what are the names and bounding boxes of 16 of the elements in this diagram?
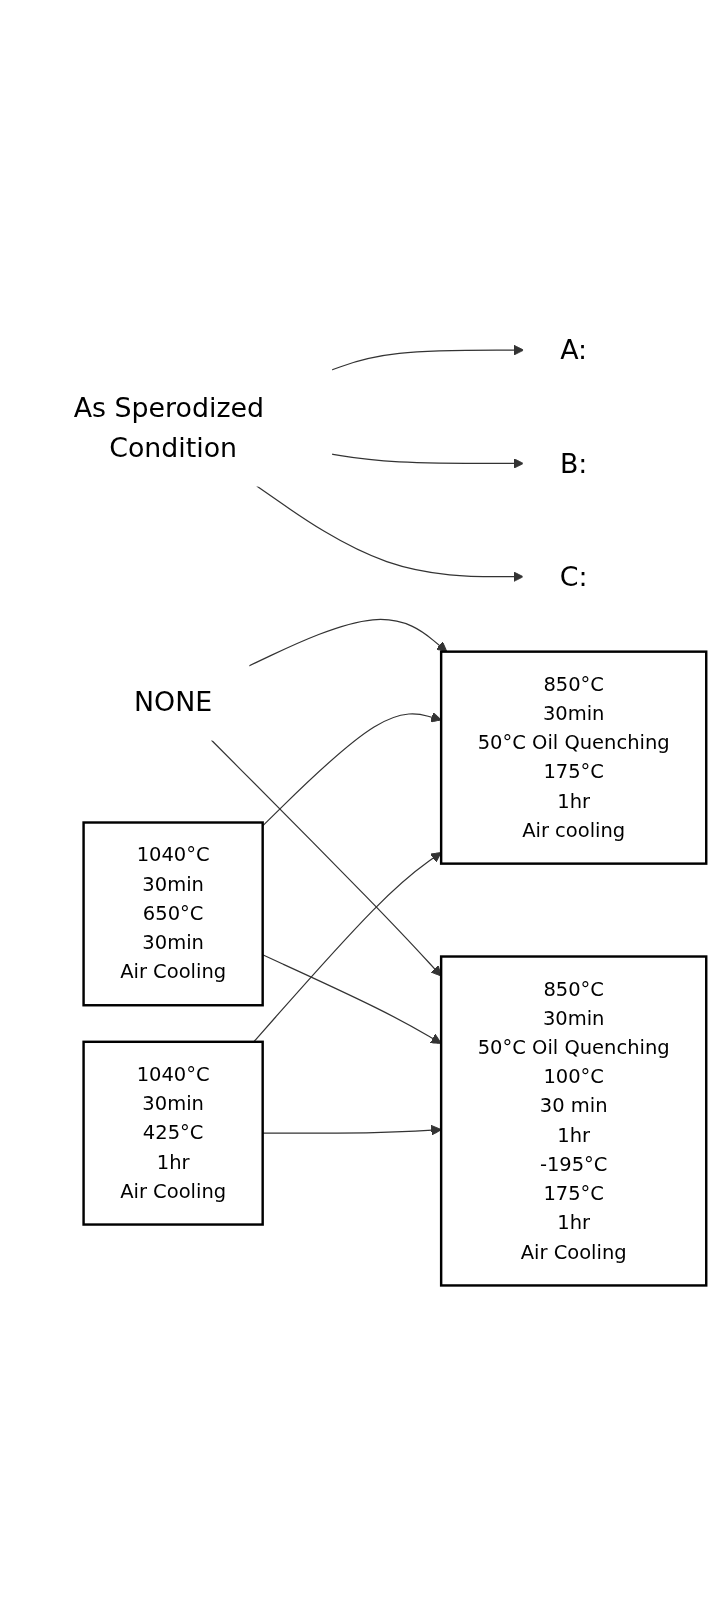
- node-text: NONE: [134, 686, 213, 717]
- arrow: [262, 954, 442, 1044]
- arrow: [248, 618, 448, 667]
- arrow: [210, 739, 442, 977]
- node-box: 850°C 30min 50°C Oil Quenching 175°C 1hr Air cooling: [439, 650, 708, 865]
- node-text: C:: [559, 561, 588, 592]
- node-text: A:: [560, 334, 588, 366]
- arrow: [262, 712, 442, 827]
- arrow: [262, 1124, 442, 1136]
- node-text: B:: [559, 448, 588, 479]
- node-text: As Sperodized Condition: [73, 392, 264, 463]
- node-box: 1040°C 30min 650°C 30min Air Cooling: [82, 821, 264, 1007]
- node-box: 1040°C 30min 425°C 1hr Air Cooling: [82, 1040, 264, 1226]
- arrow: [256, 485, 524, 582]
- arrow: [253, 851, 442, 1043]
- node-box: 850°C 30min 50°C Oil Quenching 100°C 30 min 1hr -195°C 175°C 1hr Air Cooling: [439, 955, 708, 1287]
